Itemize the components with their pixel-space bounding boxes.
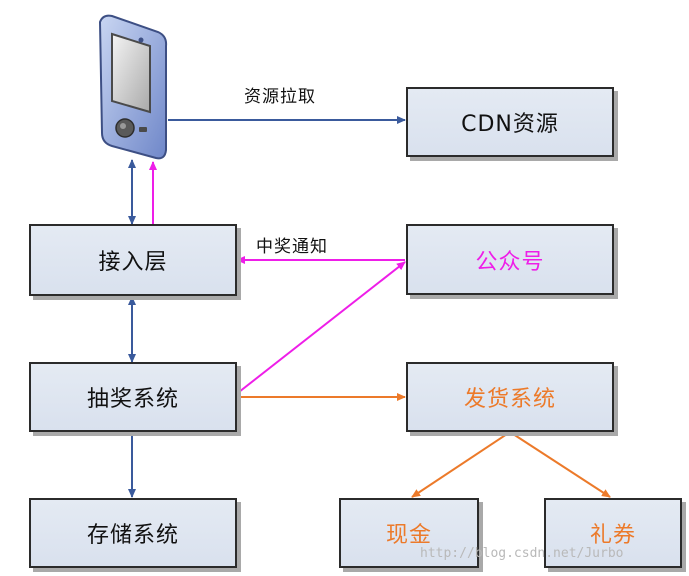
phone-icon: [98, 14, 168, 160]
node-coupon: 礼券: [544, 498, 682, 568]
edge-shipping-to-coupon: [509, 431, 611, 498]
node-official-account-label: 公众号: [475, 249, 545, 275]
node-lottery-system: 抽奖系统: [29, 362, 237, 432]
edge-label-resource-pull: 资源拉取: [244, 87, 316, 107]
node-storage-system: 存储系统: [29, 498, 237, 568]
watermark: http://blog.csdn.net/Jurbo: [420, 546, 624, 561]
node-storage-system-label: 存储系统: [86, 523, 179, 548]
node-coupon-label: 礼券: [589, 523, 636, 548]
node-lottery-system-label: 抽奖系统: [86, 387, 179, 412]
node-official-account: 公众号: [406, 224, 614, 295]
edge-lottery-to-official: [238, 261, 406, 393]
node-cdn-resource-label: CDN资源: [461, 112, 559, 137]
node-shipping-system: 发货系统: [406, 362, 614, 432]
node-cash: 现金: [339, 498, 479, 568]
edge-label-win-notice: 中奖通知: [256, 237, 328, 257]
node-shipping-system-label: 发货系统: [463, 387, 556, 412]
node-access-layer-label: 接入层: [98, 250, 168, 275]
edge-shipping-to-cash: [411, 431, 511, 498]
node-cash-label: 现金: [385, 523, 432, 548]
node-cdn-resource: CDN资源: [406, 87, 614, 157]
node-access-layer: 接入层: [29, 224, 237, 296]
